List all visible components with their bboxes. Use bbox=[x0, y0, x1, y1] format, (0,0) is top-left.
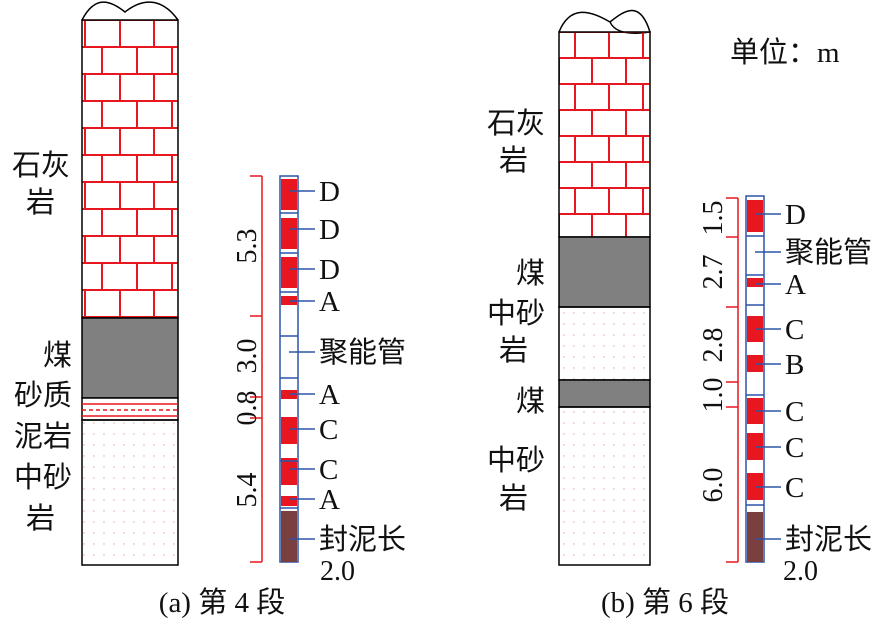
dimension-label: 5.3 bbox=[232, 229, 263, 264]
label-coal-upper: 煤 bbox=[516, 257, 545, 290]
charge-label: C bbox=[319, 414, 338, 446]
coal-layer bbox=[81, 317, 179, 399]
label-medium-sandstone-lower: 中砂 bbox=[487, 444, 545, 477]
ground-surface-b bbox=[558, 9, 651, 34]
label-medium-sandstone: 中砂 bbox=[14, 461, 72, 494]
charge-label: A bbox=[319, 286, 340, 318]
charge-label: 聚能管 bbox=[785, 236, 872, 269]
dimension-label: 2.7 bbox=[698, 255, 729, 290]
coal-layer-lower bbox=[558, 379, 651, 408]
charge-label: 聚能管 bbox=[319, 336, 406, 369]
label-coal-lower: 煤 bbox=[516, 385, 545, 418]
ground-surface-a bbox=[81, 1, 179, 21]
explosive-charge bbox=[281, 417, 297, 444]
label-limestone: 岩 bbox=[499, 144, 528, 177]
strata-labels-b: 石灰 岩 煤 中砂 岩 煤 中砂 岩 bbox=[487, 107, 545, 515]
charge-label: D bbox=[319, 176, 340, 208]
stratigraphic-column-a bbox=[81, 1, 179, 566]
charge-label: B bbox=[785, 349, 804, 381]
label-limestone: 石灰 bbox=[12, 149, 70, 182]
dimension-label: 1.5 bbox=[698, 201, 729, 236]
charge-label: C bbox=[785, 314, 804, 346]
borehole-outline bbox=[745, 195, 765, 563]
charge-label: C bbox=[319, 454, 338, 486]
caption-a: (a) 第 4 段 bbox=[159, 586, 285, 619]
caption-b: (b) 第 6 段 bbox=[601, 586, 729, 619]
coal-layer-upper bbox=[558, 236, 651, 308]
charge-label: A bbox=[319, 484, 340, 516]
label-medium-sandstone-upper: 岩 bbox=[499, 334, 528, 367]
label-medium-sandstone-lower: 岩 bbox=[499, 482, 528, 515]
charge-label: 封泥长 bbox=[319, 523, 406, 556]
explosive-charge bbox=[281, 458, 297, 485]
charge-label: D bbox=[319, 214, 340, 246]
label-coal: 煤 bbox=[43, 339, 72, 372]
dimension-label: 0.8 bbox=[232, 391, 263, 426]
medium-sandstone-layer-lower bbox=[558, 406, 651, 566]
stemming-block bbox=[281, 511, 297, 562]
dimension-label: 6.0 bbox=[698, 468, 729, 503]
dimension-label: 2.8 bbox=[698, 328, 729, 363]
label-limestone: 石灰 bbox=[487, 107, 545, 140]
strata-labels-a: 石灰 岩 煤 砂质 泥岩 中砂 岩 bbox=[12, 149, 72, 535]
explosive-charge bbox=[747, 278, 763, 287]
charge-label: D bbox=[319, 254, 340, 286]
explosive-charge bbox=[281, 218, 297, 249]
explosive-charge bbox=[281, 257, 297, 288]
dimension-label: 5.4 bbox=[232, 473, 263, 508]
limestone-layer bbox=[558, 31, 651, 238]
seal-length-b: 2.0 bbox=[783, 556, 818, 587]
stratigraphic-column-b bbox=[558, 9, 651, 566]
explosive-charge bbox=[747, 200, 763, 232]
dimension-label: 3.0 bbox=[232, 339, 263, 374]
charge-label: C bbox=[785, 396, 804, 428]
medium-sandstone-layer-upper bbox=[558, 306, 651, 381]
label-medium-sandstone-upper: 中砂 bbox=[487, 297, 545, 330]
stemming-block bbox=[747, 512, 763, 562]
limestone-layer bbox=[81, 19, 179, 319]
medium-sandstone-layer bbox=[81, 419, 179, 566]
charge-label: A bbox=[319, 379, 340, 411]
charge-label: C bbox=[785, 472, 804, 504]
explosive-charge bbox=[281, 496, 297, 506]
charge-label: A bbox=[785, 269, 806, 301]
seal-length-a: 2.0 bbox=[320, 556, 355, 587]
label-medium-sandstone: 岩 bbox=[26, 502, 55, 535]
label-limestone: 岩 bbox=[26, 186, 55, 219]
explosive-charge bbox=[281, 179, 297, 210]
charge-label: 封泥长 bbox=[785, 523, 872, 556]
charge-label: D bbox=[785, 199, 806, 231]
unit-label: 单位：m bbox=[730, 36, 840, 69]
charge-label: C bbox=[785, 432, 804, 464]
dimension-label: 1.0 bbox=[698, 378, 729, 413]
label-sandy-mudstone: 泥岩 bbox=[14, 420, 72, 453]
label-sandy-mudstone: 砂质 bbox=[14, 379, 72, 412]
